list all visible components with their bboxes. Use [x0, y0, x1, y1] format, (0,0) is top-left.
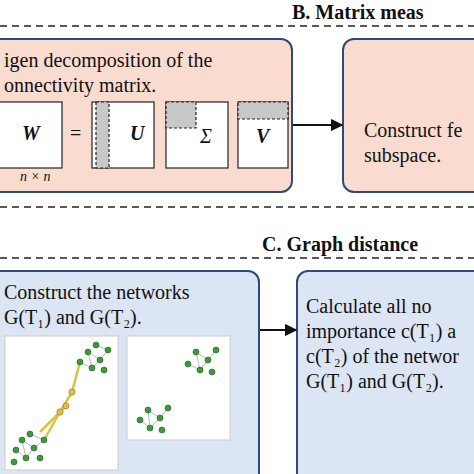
matrix-square: [92, 102, 154, 168]
dimension-label: n × n: [20, 169, 50, 186]
matrix-highlight: [166, 102, 196, 128]
flow-arrow: [260, 329, 296, 331]
bridge-edges: [40, 362, 80, 440]
dashed-divider: [0, 25, 474, 27]
box-text: Construct fe subspace.: [364, 118, 474, 168]
network-edges: [16, 345, 216, 458]
section-heading: B. Matrix meas: [292, 0, 424, 24]
equals-sign: =: [70, 121, 81, 145]
matrix-symbol: V: [256, 124, 269, 148]
matrix-square: [238, 102, 288, 168]
matrix-square: [166, 102, 228, 168]
network-nodes: [11, 342, 219, 465]
network-illustration: [5, 336, 230, 470]
network-panel: [5, 336, 118, 470]
process-box: Construct fe subspace.: [342, 38, 474, 193]
section-heading: C. Graph distance: [262, 232, 418, 256]
matrix-symbol: U: [130, 121, 144, 145]
dashed-divider: [0, 257, 474, 259]
matrix-symbol: Σ: [200, 124, 212, 148]
box-text: igen decomposition of the onnectivity ma…: [4, 48, 276, 98]
process-box: Calculate all no importance c(T₁) a c(T₂…: [296, 270, 474, 474]
dashed-divider: [0, 206, 474, 208]
matrix-square: [0, 102, 62, 168]
box-text: Construct the networks G(T₁) and G(T₂).: [4, 280, 236, 330]
bridge-nodes: [57, 389, 75, 415]
matrix-illustration: [0, 102, 288, 168]
box-text: Calculate all no importance c(T₁) a c(T₂…: [306, 294, 474, 394]
matrix-symbol: W: [22, 121, 40, 145]
network-panel: [127, 336, 230, 440]
matrix-highlight: [96, 102, 109, 168]
process-box: Construct the networks G(T₁) and G(T₂).: [0, 270, 260, 474]
flow-arrow: [293, 124, 342, 126]
matrix-highlight: [238, 102, 288, 119]
